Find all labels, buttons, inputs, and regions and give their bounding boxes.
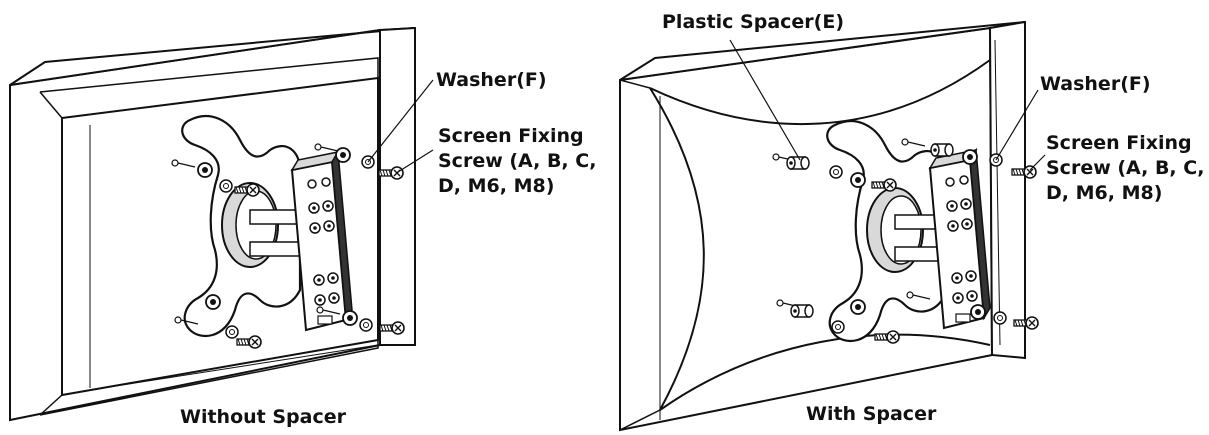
right-monitor [619,20,1026,432]
right-caption: With Spacer [806,403,937,425]
right-spacer-label: Plastic Spacer(E) [662,11,845,33]
right-washer-label: Washer(F) [1040,73,1151,95]
left-monitor [9,26,416,422]
right-screw-label-line-1: Screen Fixing [1046,132,1192,154]
right-screw-label-line-2: Screw (A, B, C, [1046,157,1205,179]
left-screw-label-line-3: D, M6, M8) [438,175,555,197]
right-spacer-leader [729,39,801,161]
left-caption: Without Spacer [180,406,346,428]
left-screw-label: Screen Fixing Screw (A, B, C, D, M6, M8) [438,124,596,199]
left-screw-label-line-1: Screen Fixing [438,125,584,147]
right-screw-leader [1029,154,1046,171]
left-washer-leader [367,79,434,163]
left-screw-leader [397,149,434,173]
left-washer-label: Washer(F) [436,69,547,91]
right-washer-leader [995,89,1039,161]
right-screw-label: Screen Fixing Screw (A, B, C, D, M6, M8) [1046,131,1204,206]
right-screw-label-line-3: D, M6, M8) [1046,182,1163,204]
left-screw-label-line-2: Screw (A, B, C, [438,150,597,172]
